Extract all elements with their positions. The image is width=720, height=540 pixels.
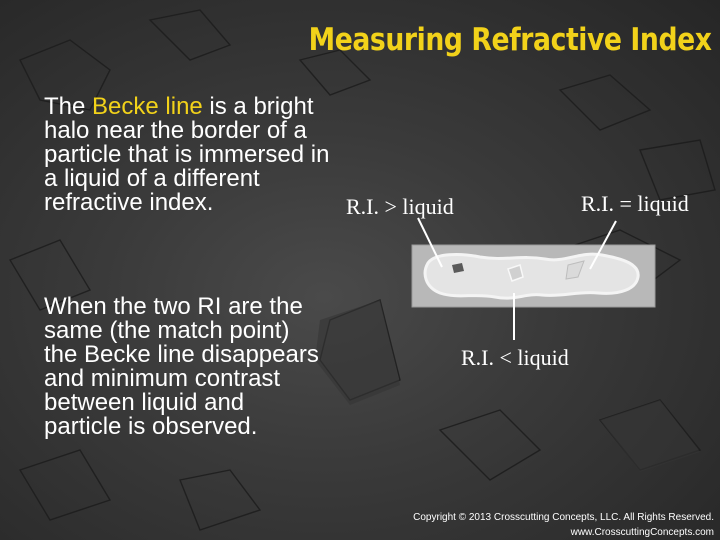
becke-line-diagram: [411, 217, 656, 340]
label-ri-less: R.I. < liquid: [461, 345, 569, 370]
matched-inclusion: [565, 260, 585, 280]
copyright-line: Copyright © 2013 Crosscutting Concepts, …: [413, 512, 714, 523]
becke-line-figure: R.I. > liquid R.I. = liquid R.I. < liqui…: [340, 185, 720, 385]
definition-body: is a bright halo near the border of a pa…: [44, 93, 330, 216]
faint-inclusion: [507, 264, 524, 282]
becke-line-definition: The Becke line is a bright halo near the…: [44, 95, 344, 215]
slide-title: Measuring Refractive Index: [309, 22, 712, 58]
website-line: www.CrosscuttingConcepts.com: [570, 527, 714, 538]
definition-lead: The: [44, 93, 93, 120]
match-point-paragraph: When the two RI are the same (the match …: [44, 293, 319, 440]
copyright-notice: Copyright © 2013 Crosscutting Concepts, …: [413, 510, 714, 540]
pointer-greater: [417, 217, 443, 268]
particle-outline: [423, 252, 640, 300]
pointer-equal: [589, 220, 617, 270]
label-ri-equal: R.I. = liquid: [581, 191, 689, 216]
becke-line-term: Becke line: [92, 93, 203, 120]
dark-inclusion: [452, 263, 464, 273]
label-ri-greater: R.I. > liquid: [346, 194, 454, 219]
